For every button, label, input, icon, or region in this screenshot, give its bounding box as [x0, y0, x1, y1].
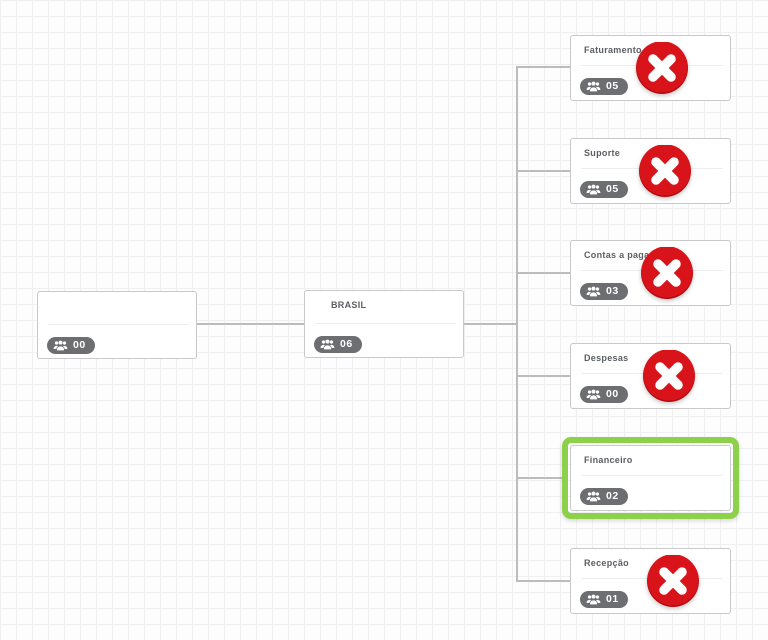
- connector-line: [518, 375, 570, 377]
- member-count: 02: [606, 490, 619, 502]
- member-count-badge[interactable]: 02: [580, 488, 628, 505]
- users-icon: [586, 184, 601, 195]
- users-icon: [320, 339, 335, 350]
- users-icon: [586, 594, 601, 605]
- node-title: Financeiro: [584, 455, 633, 465]
- node-divider: [315, 323, 456, 324]
- users-icon: [586, 286, 601, 297]
- delete-node-button[interactable]: [639, 145, 691, 197]
- node-title: Despesas: [584, 353, 629, 363]
- users-icon: [53, 340, 68, 351]
- member-count-badge[interactable]: 06: [314, 336, 362, 353]
- delete-node-button[interactable]: [643, 350, 695, 402]
- org-node-financeiro[interactable]: Financeiro 02: [570, 445, 731, 511]
- member-count-badge[interactable]: 00: [580, 386, 628, 403]
- delete-icon: [636, 42, 688, 94]
- member-count-badge[interactable]: 03: [580, 283, 628, 300]
- users-icon: [586, 389, 601, 400]
- org-node-brasil[interactable]: BRASIL 06: [304, 290, 464, 358]
- connector-line: [518, 477, 562, 479]
- delete-node-button[interactable]: [647, 555, 699, 607]
- users-icon: [586, 81, 601, 92]
- node-divider: [581, 475, 723, 476]
- delete-node-button[interactable]: [636, 42, 688, 94]
- node-title: Suporte: [584, 148, 621, 158]
- delete-icon: [641, 247, 693, 299]
- node-title: Recepção: [584, 558, 629, 568]
- member-count-badge[interactable]: 00: [47, 337, 95, 354]
- delete-icon: [643, 350, 695, 402]
- connector-line: [518, 580, 570, 582]
- node-divider: [48, 324, 189, 325]
- node-title: Contas a pagar: [584, 250, 654, 260]
- member-count: 05: [606, 80, 619, 92]
- node-title: Faturamento: [584, 45, 642, 55]
- delete-icon: [647, 555, 699, 607]
- node-title: BRASIL: [331, 300, 367, 310]
- node-title: [38, 292, 196, 321]
- member-count: 06: [340, 338, 353, 350]
- connector-line: [197, 323, 304, 325]
- users-icon: [586, 491, 601, 502]
- member-count-badge[interactable]: 05: [580, 181, 628, 198]
- member-count: 01: [606, 593, 619, 605]
- member-count: 03: [606, 285, 619, 297]
- member-count-badge[interactable]: 01: [580, 591, 628, 608]
- connector-line: [516, 66, 518, 582]
- selected-node-highlight: Financeiro 02: [562, 437, 739, 519]
- delete-node-button[interactable]: [641, 247, 693, 299]
- member-count-badge[interactable]: 05: [580, 78, 628, 95]
- delete-icon: [639, 145, 691, 197]
- connector-line: [463, 323, 516, 325]
- member-count: 00: [73, 339, 86, 351]
- connector-line: [518, 66, 570, 68]
- connector-line: [518, 272, 570, 274]
- connector-line: [518, 170, 570, 172]
- org-node-root[interactable]: 00: [37, 291, 197, 359]
- member-count: 00: [606, 388, 619, 400]
- member-count: 05: [606, 183, 619, 195]
